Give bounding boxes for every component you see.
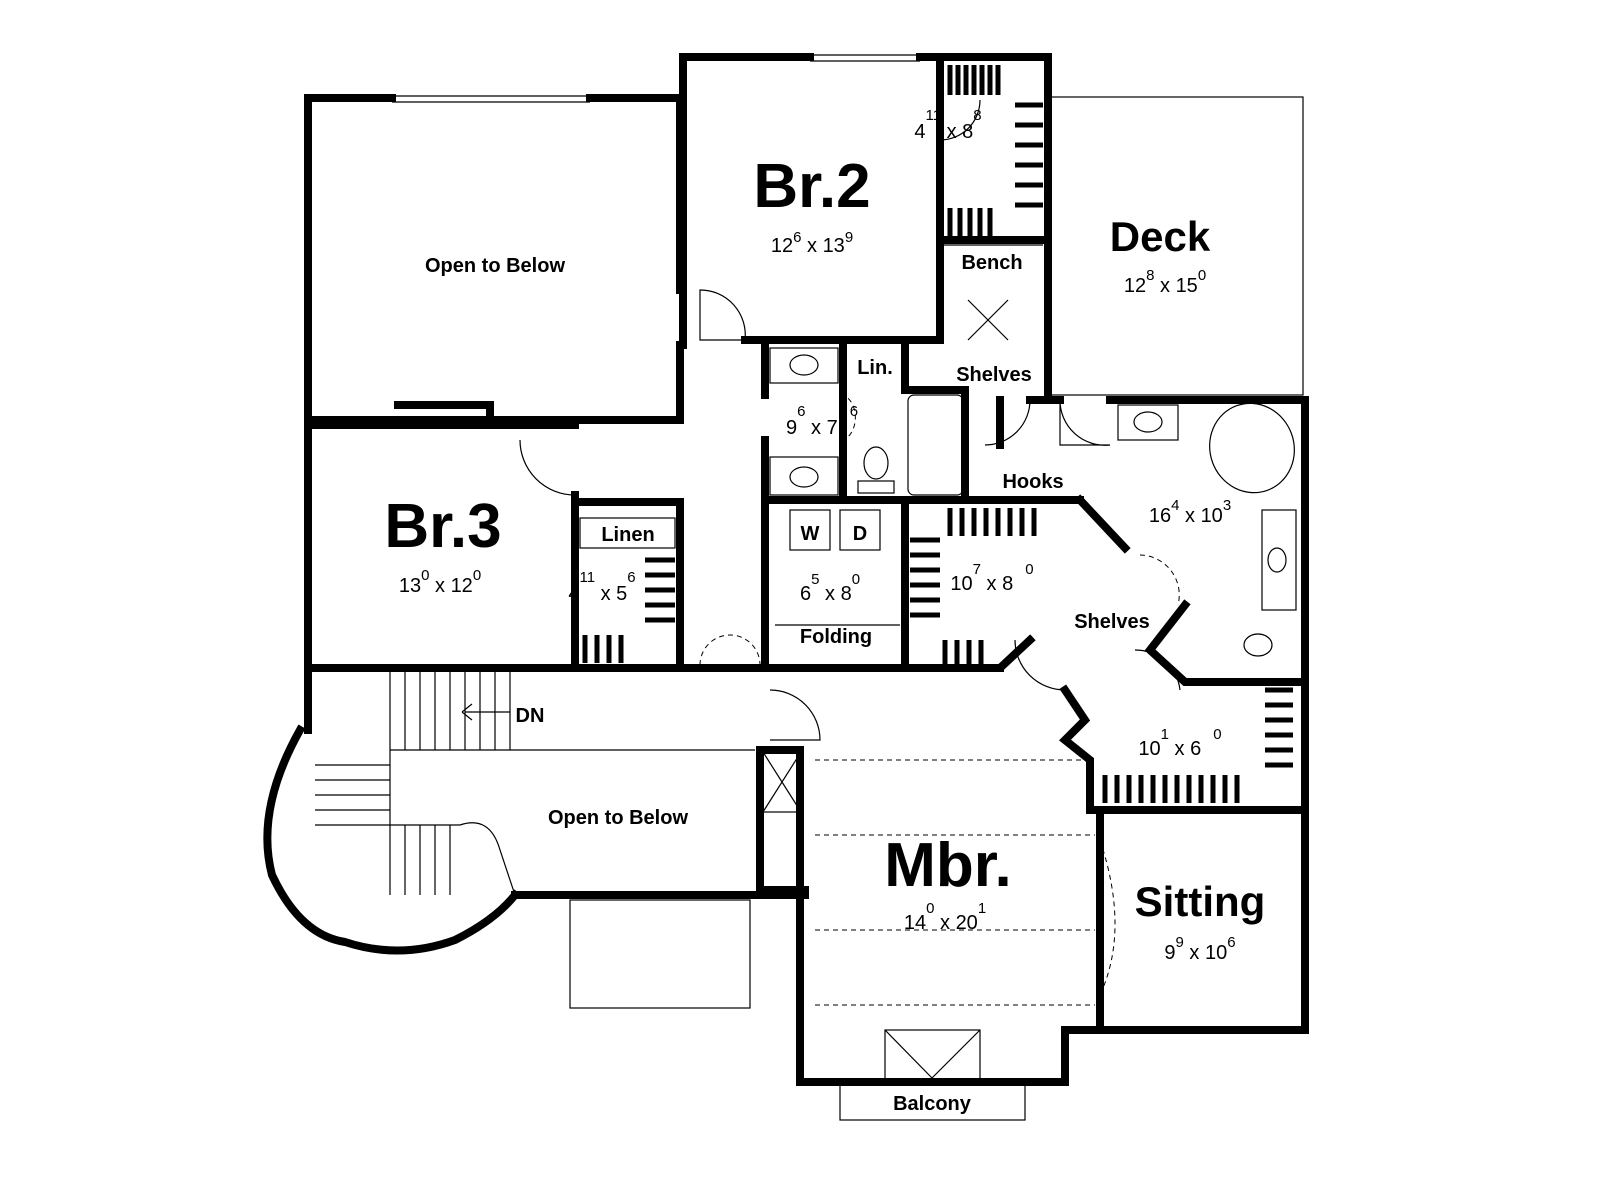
dryer-label: D [853,523,867,545]
fixtures [579,244,1297,813]
stairs [315,672,755,896]
deck-label: Deck [1110,213,1211,260]
washer-label: W [801,523,820,545]
br3-label: Br.3 [384,492,501,561]
open-to-below-label: Open to Below [425,255,565,277]
balcony-label: Balcony [893,1093,972,1115]
shelves-label: Shelves [1074,611,1150,633]
folding-label: Folding [800,626,872,648]
master-bath-dimensions: 164 x 103 [1149,497,1231,527]
br2-closet-dimensions: 411 x 88 [914,107,981,143]
room-labels: Open to Below Open to Below Br.2 126 x 1… [384,107,1265,1115]
bath-dimensions: 96 x 76 [786,403,858,439]
laundry-dimensions: 65 x 80 [800,571,860,605]
closet-shelving [582,65,1293,803]
walkin-closet-dimensions: 107 x 80 [950,561,1033,595]
deck-dimensions: 128 x 150 [1124,267,1206,297]
master-bedroom-dimensions: 140 x 201 [904,900,986,934]
stairs-down-label: DN [516,705,545,727]
linen-label: Linen [601,524,654,546]
hooks-label: Hooks [1002,471,1063,493]
walkin-closet-2-dimensions: 101 x 60 [1138,726,1221,760]
br2-label: Br.2 [753,152,870,221]
br2-dimensions: 126 x 139 [771,229,853,257]
sitting-dimensions: 99 x 106 [1164,934,1235,964]
open-to-below-label: Open to Below [548,807,688,829]
shelves-label: Shelves [956,364,1032,386]
br3-closet-dimensions: 411 x 56 [568,569,635,605]
master-bedroom-label: Mbr. [884,831,1011,900]
sitting-label: Sitting [1135,878,1266,925]
bench-label: Bench [961,252,1022,274]
walls [263,53,1309,1086]
br3-dimensions: 130 x 120 [399,567,481,597]
linen-closet-label: Lin. [857,357,893,379]
